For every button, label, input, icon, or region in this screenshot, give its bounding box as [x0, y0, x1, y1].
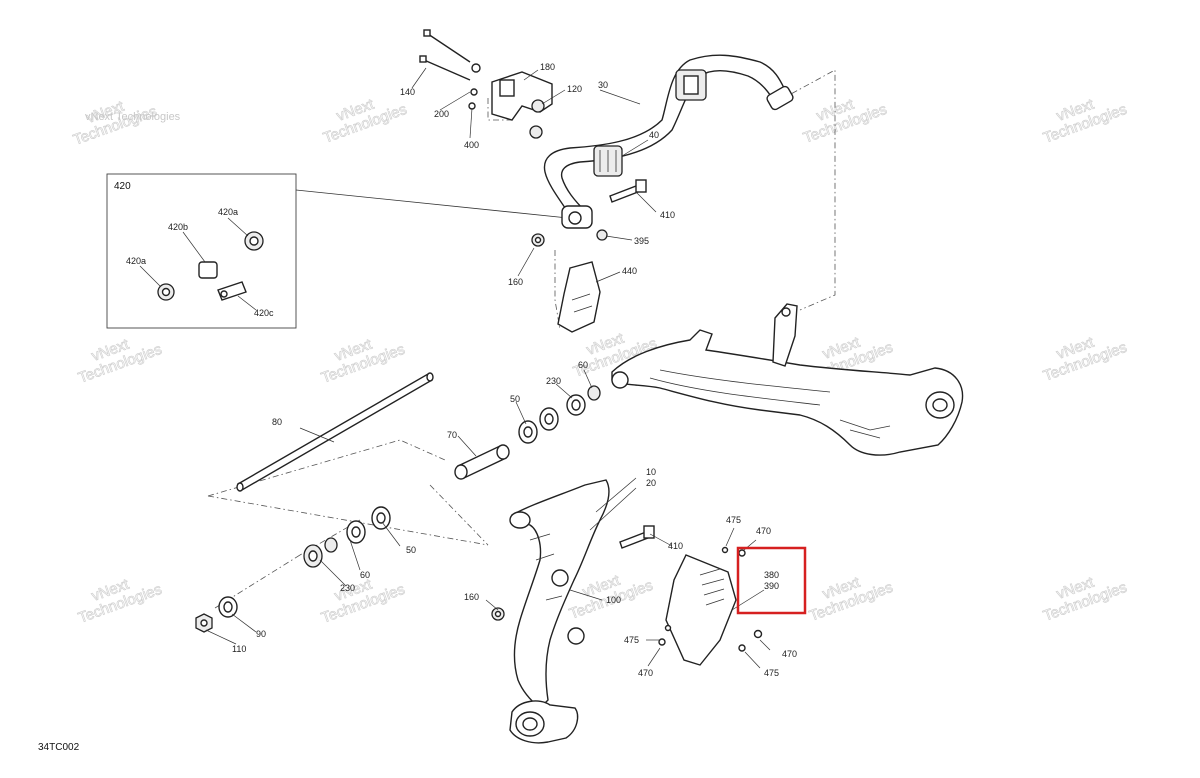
callout-160-lower: 160 [464, 592, 479, 602]
bolt-410-lower [619, 525, 655, 549]
callout-100: 100 [606, 595, 621, 605]
callout-10: 10 [646, 467, 656, 477]
bracket-440 [557, 261, 601, 333]
callout-420a: 420a [218, 207, 238, 217]
callout-180: 180 [540, 62, 555, 72]
callout-380: 380 [764, 570, 779, 580]
callout-40: 40 [649, 130, 659, 140]
callout-70: 70 [447, 430, 457, 440]
watermark: vNext Technologies [1041, 95, 1130, 147]
callout-60-lower: 60 [360, 570, 370, 580]
diagram-code: 34TC002 [38, 742, 80, 753]
bearing-set-lower [303, 506, 391, 568]
callout-160: 160 [508, 277, 523, 287]
callout-60: 60 [578, 360, 588, 370]
watermark: vNext Technologies [76, 575, 165, 627]
watermark: vNext Technologies [801, 95, 890, 147]
leader-lines [205, 67, 771, 669]
callout-410: 410 [660, 210, 675, 220]
bushing-420a-lower [157, 283, 175, 301]
callout-420a-lower: 420a [126, 256, 146, 266]
callout-470: 470 [756, 526, 771, 536]
callout-475-left: 475 [624, 635, 639, 645]
callout-230: 230 [546, 376, 561, 386]
callout-470-left: 470 [638, 668, 653, 678]
inset-title: 420 [114, 181, 131, 192]
callout-110: 110 [232, 644, 246, 654]
callout-230-lower: 230 [340, 583, 355, 593]
inset-420: 420 [106, 173, 569, 329]
callout-140: 140 [400, 87, 415, 97]
callout-395: 395 [634, 236, 649, 246]
callout-410-lower: 410 [668, 541, 683, 551]
bushing-420a [244, 231, 264, 251]
shaft-80 [236, 372, 434, 492]
trailing-arm [611, 303, 964, 456]
clamp-upper [675, 69, 707, 101]
callout-50-lower: 50 [406, 545, 416, 555]
callout-420c: 420c [254, 308, 274, 318]
bearing-set-upper [518, 385, 601, 444]
callout-475-right: 475 [764, 668, 779, 678]
watermark: vNext Technologies [76, 335, 165, 387]
bolt-410-upper [609, 179, 647, 203]
bracket-180 [419, 29, 553, 139]
watermark: vNext Technologies [319, 335, 408, 387]
clip-420c [217, 281, 247, 301]
callout-30: 30 [598, 80, 608, 90]
callout-50: 50 [510, 394, 520, 404]
sleeve-70 [454, 444, 510, 480]
nut-395 [596, 229, 608, 241]
callout-20: 20 [646, 478, 656, 488]
callout-80: 80 [272, 417, 282, 427]
sleeve-420b [198, 261, 218, 279]
callout-420b: 420b [168, 222, 188, 232]
callout-labels: 180 140 200 400 120 30 40 410 395 160 44… [126, 62, 797, 678]
nut-160-lower [491, 607, 505, 621]
callout-390: 390 [764, 581, 779, 591]
watermark: vNext Technologies [807, 573, 896, 625]
watermark: vNext Technologies [321, 95, 410, 147]
callout-470-right: 470 [782, 649, 797, 659]
watermark: vNext Technologies [1041, 573, 1130, 625]
clamp-40 [593, 145, 623, 177]
callout-90: 90 [256, 629, 266, 639]
highlight-box [736, 546, 807, 615]
watermark-small: vNext Technologies [85, 111, 181, 123]
sway-bar-30 [543, 54, 794, 229]
nut-160-upper [531, 233, 545, 247]
callout-400: 400 [464, 140, 479, 150]
callout-475: 475 [726, 515, 741, 525]
watermark: vNext Technologies [1041, 333, 1130, 385]
control-arm-10-20 [509, 479, 610, 744]
guard-380-390 [658, 546, 763, 666]
callout-200: 200 [434, 109, 449, 119]
spacer-90 [218, 596, 238, 618]
callout-120: 120 [567, 84, 582, 94]
nut-110 [195, 613, 213, 633]
callout-440: 440 [622, 266, 637, 276]
